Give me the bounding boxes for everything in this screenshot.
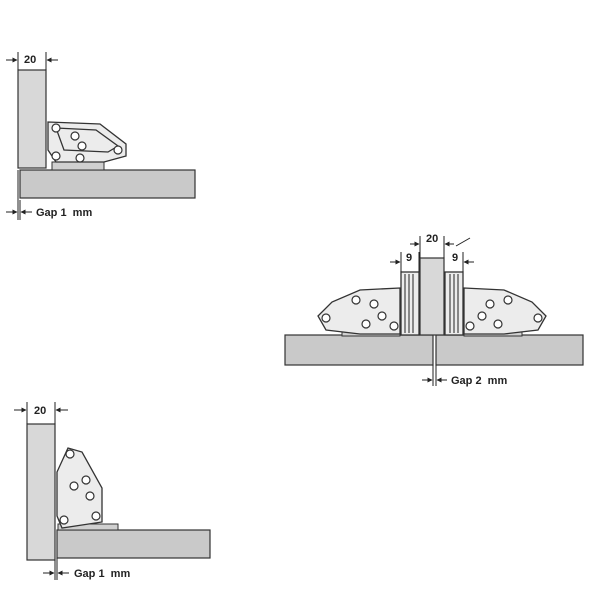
dimension-right-offset: 9	[452, 237, 474, 272]
door-left	[400, 271, 420, 336]
dimension-gap: Gap 1 mm	[6, 170, 92, 220]
dimension-label-9-right: 9	[452, 252, 458, 264]
door-panel	[26, 423, 56, 561]
gap-label: Gap 1 mm	[74, 568, 130, 580]
dimension-left-offset: 9	[390, 252, 420, 272]
diagram-bottom-left: 20 Gap 1 mm	[14, 402, 211, 580]
diagram-right: 20 9 9 Gap 2 mm	[284, 233, 584, 387]
cabinet-side-panel	[56, 529, 211, 559]
hinge-illustration	[47, 121, 127, 171]
dimension-label-20: 20	[24, 54, 36, 66]
dimension-center-thickness: 20	[410, 233, 454, 258]
door-right	[444, 271, 464, 336]
dimension-gap: Gap 1 mm	[43, 558, 130, 580]
cabinet-panel-right	[435, 334, 584, 366]
cabinet-side-panel	[19, 169, 196, 199]
dimension-label-20: 20	[426, 233, 438, 245]
hinge-illustration-left	[317, 287, 401, 337]
diagram-top-left: 20 Gap 1 mm	[6, 52, 196, 220]
gap-label: Gap 2 mm	[451, 375, 507, 387]
gap-label: Gap 1 mm	[36, 207, 92, 219]
dimension-label-9-left: 9	[406, 252, 412, 264]
door-panel	[17, 69, 47, 169]
dimension-door-thickness: 20	[14, 402, 68, 424]
hinge-illustration-right	[463, 287, 547, 337]
dimension-door-thickness: 20	[6, 52, 58, 70]
cabinet-panel-left	[284, 334, 434, 366]
dimension-gap: Gap 2 mm	[422, 365, 507, 387]
hinge-illustration	[56, 447, 119, 531]
dimension-label-20: 20	[34, 405, 46, 417]
center-panel	[419, 257, 445, 336]
